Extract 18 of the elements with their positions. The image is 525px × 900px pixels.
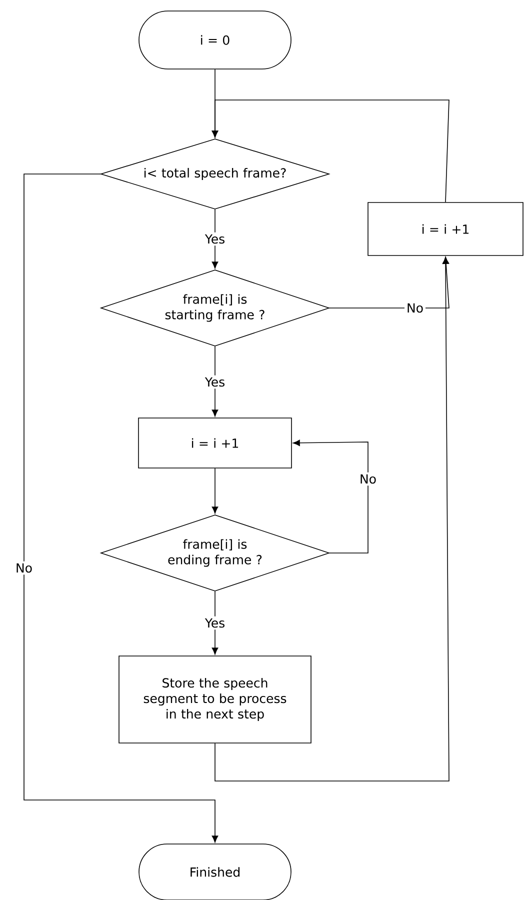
terminal-box: Finished [138, 844, 292, 900]
process-box: i = i +1 [138, 418, 292, 468]
arrow [212, 468, 218, 514]
edge-label: No [404, 301, 426, 315]
arrow [212, 346, 218, 417]
arrow [292, 440, 368, 554]
arrow [24, 174, 218, 843]
process-box: i = i +1 [368, 202, 524, 256]
edge-label: Yes [202, 616, 228, 630]
arrow [212, 100, 450, 202]
edge-label: Yes [202, 375, 228, 389]
terminal-box: i = 0 [138, 10, 292, 70]
edge-label: Yes [202, 232, 228, 246]
process-box: Store the speech segment to be process in the next step [118, 656, 312, 744]
edge-label: No [14, 561, 34, 575]
edge-label: No [358, 472, 378, 486]
arrow [214, 256, 450, 782]
arrow [212, 591, 218, 655]
